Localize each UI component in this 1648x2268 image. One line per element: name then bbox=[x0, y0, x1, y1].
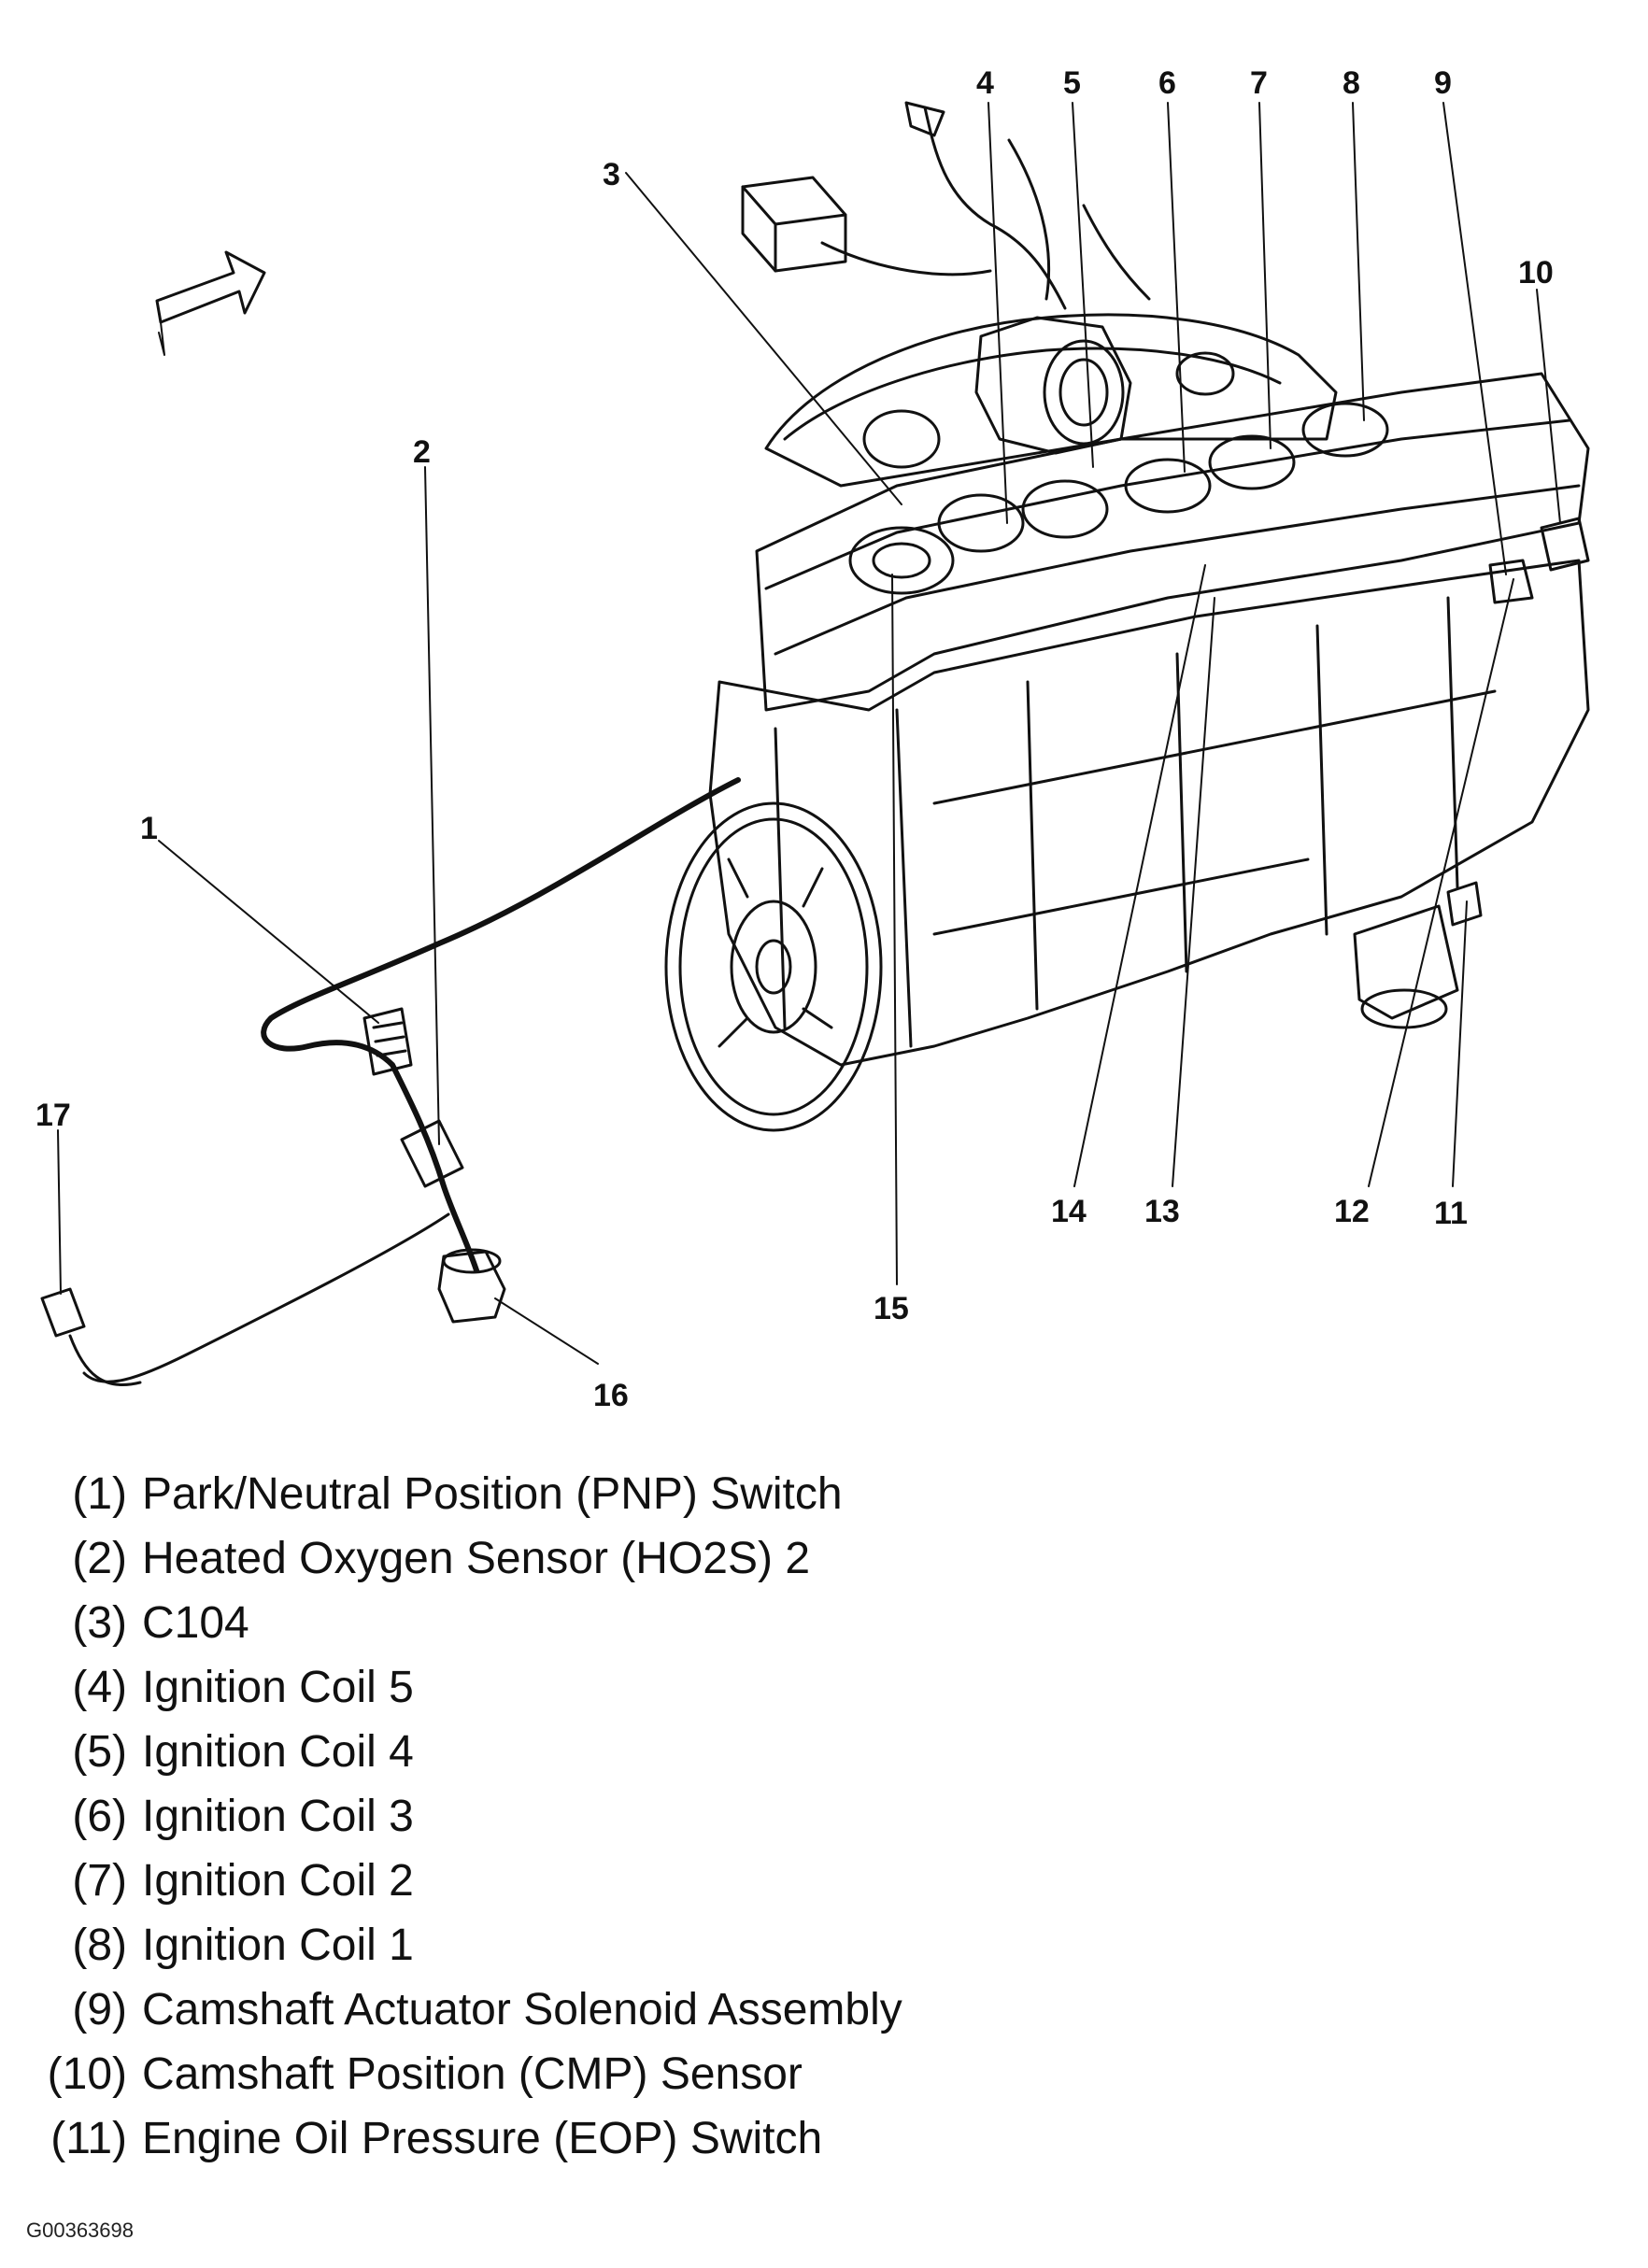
legend-item-label: Camshaft Actuator Solenoid Assembly bbox=[142, 1985, 902, 2034]
callout-3: 3 bbox=[603, 157, 620, 192]
legend-item-number: (2) bbox=[72, 1534, 127, 1583]
callout-11: 11 bbox=[1434, 1196, 1468, 1231]
legend-item-label: Ignition Coil 2 bbox=[142, 1856, 414, 1906]
callout-14: 14 bbox=[1051, 1194, 1087, 1229]
engine-block bbox=[708, 559, 1590, 1067]
legend-item-label: Ignition Coil 3 bbox=[142, 1792, 414, 1841]
callout-6: 6 bbox=[1158, 65, 1176, 101]
legend-item: (5) Ignition Coil 4 bbox=[28, 1720, 1616, 1784]
legend-item-number: (8) bbox=[72, 1921, 127, 1970]
cylinder-head bbox=[755, 372, 1590, 712]
callout-13: 13 bbox=[1144, 1194, 1180, 1229]
legend-item-label: Ignition Coil 4 bbox=[142, 1727, 414, 1777]
leader-lines bbox=[57, 102, 1561, 1365]
legend-item: (10) Camshaft Position (CMP) Sensor bbox=[28, 2042, 1616, 2106]
legend-item-number: (3) bbox=[72, 1598, 127, 1648]
callout-8: 8 bbox=[1343, 65, 1360, 101]
engine-component-locator-diagram: 1 2 3 4 5 6 7 8 9 10 11 12 13 14 15 16 1… bbox=[36, 65, 1590, 1413]
top-wiring-harness bbox=[923, 106, 1067, 310]
legend-item-label: Ignition Coil 5 bbox=[142, 1663, 414, 1712]
callout-5: 5 bbox=[1063, 65, 1081, 101]
callout-10: 10 bbox=[1518, 255, 1554, 291]
callout-12: 12 bbox=[1334, 1194, 1370, 1229]
legend-item: (7) Ignition Coil 2 bbox=[28, 1849, 1616, 1913]
legend-item-number: (11) bbox=[50, 2114, 127, 2163]
legend-item-number: (6) bbox=[72, 1792, 127, 1841]
sensor-17-connector bbox=[40, 1287, 86, 1338]
callout-7: 7 bbox=[1250, 65, 1268, 101]
ecm-connector bbox=[741, 176, 847, 273]
legend-item-label: Park/Neutral Position (PNP) Switch bbox=[142, 1469, 843, 1519]
component-legend: (1) Park/Neutral Position (PNP) Switch (2)… bbox=[28, 1462, 1616, 2171]
legend-item: (8) Ignition Coil 1 bbox=[28, 1913, 1616, 1977]
forward-arrow-icon bbox=[155, 250, 266, 324]
camshaft-actuator-solenoid bbox=[1488, 559, 1534, 604]
callout-9: 9 bbox=[1434, 65, 1452, 101]
legend-item-number: (7) bbox=[72, 1856, 127, 1906]
oil-filter bbox=[1353, 904, 1459, 1020]
cmp-sensor bbox=[1540, 517, 1590, 572]
legend-item-number: (1) bbox=[72, 1469, 127, 1519]
pnp-switch-connector bbox=[362, 1007, 413, 1076]
callout-1: 1 bbox=[140, 811, 158, 846]
callout-17: 17 bbox=[36, 1098, 71, 1133]
legend-item: (2) Heated Oxygen Sensor (HO2S) 2 bbox=[28, 1526, 1616, 1591]
legend-item-label: Heated Oxygen Sensor (HO2S) 2 bbox=[142, 1534, 811, 1583]
eop-switch bbox=[1446, 881, 1483, 927]
ho2s-connector bbox=[400, 1119, 464, 1188]
callout-2: 2 bbox=[413, 434, 431, 470]
legend-item-number: (4) bbox=[72, 1663, 127, 1712]
intake-manifold bbox=[764, 313, 1338, 488]
legend-item-number: (5) bbox=[72, 1727, 127, 1777]
legend-item: (11) Engine Oil Pressure (EOP) Switch bbox=[28, 2106, 1616, 2171]
legend-item: (4) Ignition Coil 5 bbox=[28, 1655, 1616, 1720]
ignition-coil-row bbox=[848, 402, 1389, 595]
callout-15: 15 bbox=[874, 1291, 909, 1326]
callout-4: 4 bbox=[976, 65, 994, 101]
legend-item: (3) C104 bbox=[28, 1591, 1616, 1655]
flywheel bbox=[664, 801, 883, 1132]
legend-item-label: Engine Oil Pressure (EOP) Switch bbox=[142, 2114, 823, 2163]
legend-item: (1) Park/Neutral Position (PNP) Switch bbox=[28, 1462, 1616, 1526]
legend-item-label: C104 bbox=[142, 1598, 249, 1648]
legend-item-label: Ignition Coil 1 bbox=[142, 1921, 414, 1970]
transmission-wiring-harness bbox=[261, 777, 741, 1273]
legend-item-number: (10) bbox=[47, 2049, 127, 2099]
legend-item-number: (9) bbox=[72, 1985, 127, 2034]
legend-item: (6) Ignition Coil 3 bbox=[28, 1784, 1616, 1849]
legend-item: (9) Camshaft Actuator Solenoid Assembly bbox=[28, 1977, 1616, 2042]
callout-16: 16 bbox=[593, 1378, 629, 1413]
figure-id: G00363698 bbox=[26, 2218, 134, 2242]
legend-item-label: Camshaft Position (CMP) Sensor bbox=[142, 2049, 803, 2099]
